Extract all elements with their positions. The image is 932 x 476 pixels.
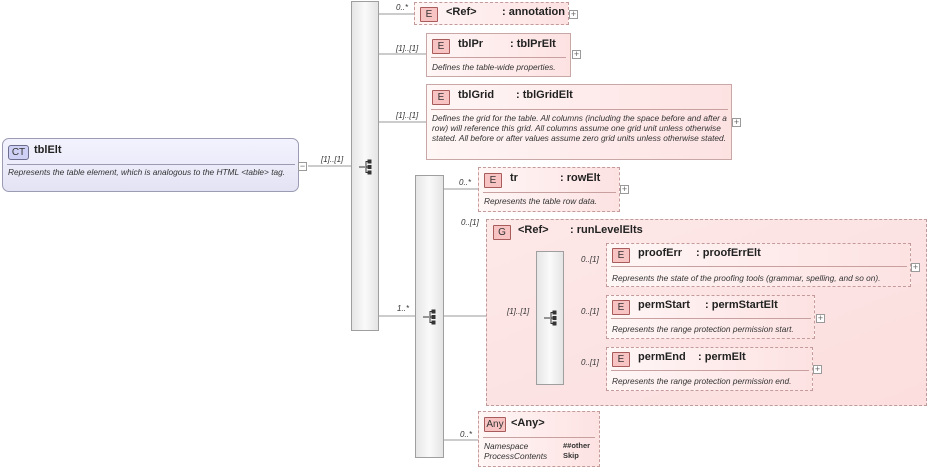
group-sequence-compositor[interactable] (536, 251, 564, 385)
main-sequence-occurrence: [1]..[1] (321, 155, 344, 164)
element-name: <Ref> (446, 6, 477, 18)
separator (611, 370, 809, 371)
permEnd-occurrence: 0..[1] (581, 358, 599, 367)
element-type: : permStartElt (705, 299, 778, 311)
separator (7, 164, 295, 165)
element-badge: E (432, 39, 450, 54)
element-type: : permElt (698, 351, 746, 363)
root-description: Represents the table element, which is a… (8, 167, 286, 177)
process-contents-value: Skip (563, 451, 579, 460)
element-type: : tblGridElt (516, 89, 573, 101)
element-description: Represents the range protection permissi… (612, 324, 794, 334)
separator (483, 192, 616, 193)
root-complex-type[interactable]: CT tblElt Represents the table element, … (2, 138, 299, 192)
complex-type-badge: CT (8, 145, 29, 160)
group-inner-occurrence: [1]..[1] (507, 307, 530, 316)
row-sequence-occurrence: 1..* (397, 304, 410, 313)
any-name: <Any> (511, 417, 545, 429)
group-type: : runLevelElts (570, 224, 643, 236)
sequence-icon (544, 310, 557, 326)
element-badge: E (420, 7, 438, 22)
element-annotation[interactable]: E <Ref> : annotation (414, 2, 569, 25)
sequence-icon (423, 309, 436, 325)
element-tblGrid[interactable]: E tblGrid : tblGridElt Defines the grid … (426, 84, 732, 160)
element-badge: E (612, 300, 630, 315)
separator (431, 57, 566, 58)
element-permStart[interactable]: E permStart : permStartElt Represents th… (606, 295, 815, 339)
process-contents-label: ProcessContents (484, 451, 548, 461)
expand-plus-icon[interactable]: + (572, 49, 581, 59)
element-type: : annotation (502, 6, 565, 18)
element-description: Represents the range protection permissi… (612, 376, 792, 386)
expand-plus-icon[interactable]: + (816, 313, 825, 323)
annotation-occurrence: 0..* (396, 3, 409, 12)
any-badge: Any (484, 417, 506, 432)
element-description: Defines the table-wide properties. (432, 62, 556, 72)
expand-plus-icon[interactable]: + (911, 262, 920, 272)
tblGrid-occurrence: [1]..[1] (396, 111, 419, 120)
element-name: tblPr (458, 38, 484, 50)
element-tr[interactable]: E tr : rowElt Represents the table row d… (478, 167, 620, 212)
group-badge: G (493, 225, 511, 240)
collapse-minus-icon[interactable]: − (298, 161, 307, 171)
permStart-occurrence: 0..[1] (581, 307, 599, 316)
group-name: <Ref> (518, 224, 549, 236)
expand-plus-icon[interactable]: + (813, 364, 822, 374)
element-permEnd[interactable]: E permEnd : permElt Represents the range… (606, 347, 813, 391)
element-name: proofErr (638, 247, 682, 259)
root-name: tblElt (34, 144, 62, 156)
element-name: permStart (638, 299, 690, 311)
element-badge: E (612, 248, 630, 263)
proofErr-occurrence: 0..[1] (581, 255, 599, 264)
element-proofErr[interactable]: E proofErr : proofErrElt Represents the … (606, 243, 911, 287)
main-sequence-compositor[interactable] (351, 1, 379, 331)
element-description: Represents the state of the proofing too… (612, 273, 881, 283)
element-badge: E (612, 352, 630, 367)
element-type: : tblPrElt (510, 38, 556, 50)
element-description: Defines the grid for the table. All colu… (432, 113, 727, 143)
element-badge: E (432, 90, 450, 105)
any-wildcard[interactable]: Any <Any> Namespace ##other ProcessConte… (478, 411, 600, 467)
tblPr-occurrence: [1]..[1] (396, 44, 419, 53)
element-type: : proofErrElt (696, 247, 761, 259)
separator (611, 266, 907, 267)
separator (611, 318, 811, 319)
namespace-value: ##other (563, 441, 591, 450)
separator (483, 437, 595, 438)
element-type: : rowElt (560, 172, 601, 184)
element-badge: E (484, 173, 502, 188)
element-description: Represents the table row data. (484, 196, 597, 206)
separator (431, 109, 728, 110)
sequence-icon (359, 159, 372, 175)
group-occurrence: 0..[1] (461, 218, 479, 227)
any-occurrence: 0..* (460, 430, 473, 439)
element-name: tblGrid (458, 89, 495, 101)
expand-plus-icon[interactable]: + (620, 184, 629, 194)
row-sequence-compositor[interactable] (415, 175, 444, 458)
element-name: permEnd (638, 351, 686, 363)
element-tblPr[interactable]: E tblPr : tblPrElt Defines the table-wid… (426, 33, 571, 77)
element-name: tr (510, 172, 518, 184)
expand-plus-icon[interactable]: + (569, 9, 578, 19)
namespace-label: Namespace (484, 441, 529, 451)
expand-plus-icon[interactable]: + (732, 117, 741, 127)
tr-occurrence: 0..* (459, 178, 472, 187)
